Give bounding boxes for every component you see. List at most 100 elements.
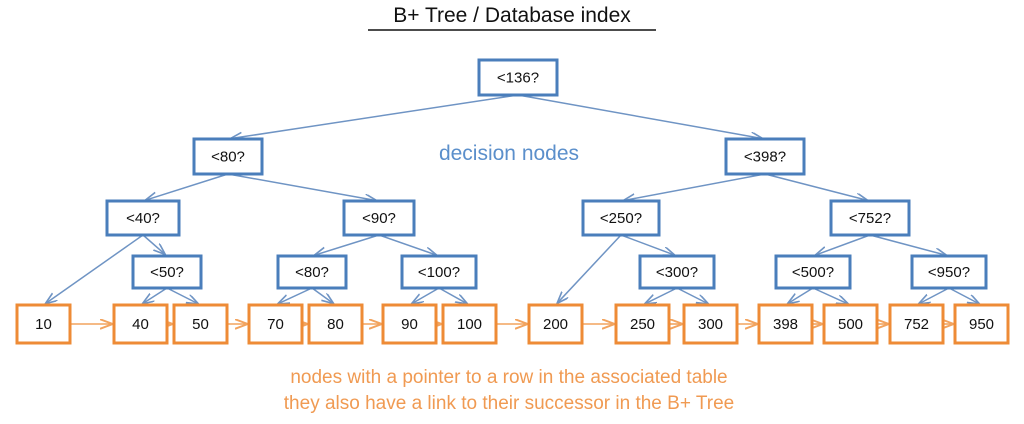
decision-node[interactable]: <80? [276, 254, 348, 290]
leaf-node-label: 300 [698, 316, 723, 333]
tree-edge [558, 234, 622, 303]
leaf-node-box [441, 303, 498, 345]
tree-edge [143, 287, 168, 303]
leaf-caption-line-2: they also have a link to their successor… [284, 393, 734, 414]
decision-node[interactable]: <250? [581, 199, 661, 237]
leaf-node-label: 250 [630, 316, 655, 333]
decision-node[interactable]: <80? [192, 137, 264, 176]
leaf-node[interactable]: 250 [614, 303, 671, 345]
tree-edge [869, 234, 946, 255]
leaf-node[interactable]: 200 [527, 303, 584, 345]
decision-node-box [400, 254, 478, 290]
leaf-node-label: 100 [457, 316, 482, 333]
leaf-node-label: 752 [904, 316, 929, 333]
leaf-node-label: 950 [969, 316, 994, 333]
leaf-node-label: 398 [773, 316, 798, 333]
decision-node-label: <250? [600, 210, 642, 227]
leaf-node[interactable]: 90 [381, 303, 438, 345]
leaf-caption-line-1: nodes with a pointer to a row in the ass… [290, 367, 727, 388]
decision-node-box [192, 137, 264, 176]
tree-edge [278, 287, 313, 304]
decision-node[interactable]: <50? [131, 254, 203, 290]
decision-node[interactable]: <500? [774, 254, 852, 290]
decision-node-box [910, 254, 988, 290]
leaf-node[interactable]: 10 [15, 303, 72, 345]
tree-edge [227, 173, 376, 200]
leaf-node[interactable]: 500 [822, 303, 879, 345]
tree-edge [142, 234, 165, 254]
tree-edge [166, 287, 198, 304]
decision-node[interactable]: <100? [400, 254, 478, 290]
leaf-node[interactable]: 398 [757, 303, 814, 345]
decision-node-label: <40? [126, 210, 160, 227]
decision-node-box [105, 199, 181, 237]
leaf-node-box [307, 303, 364, 345]
leaf-node[interactable]: 40 [112, 303, 169, 345]
tree-edge [311, 287, 333, 303]
leaf-node-box [822, 303, 879, 345]
tree-edge [315, 234, 380, 255]
leaf-node-box [682, 303, 739, 345]
leaf-node[interactable]: 300 [682, 303, 739, 345]
leaf-node-label: 10 [35, 316, 52, 333]
leaf-node-box [15, 303, 72, 345]
decision-node-box [638, 254, 716, 290]
leaf-node[interactable]: 752 [888, 303, 945, 345]
decision-node-label: <100? [418, 264, 460, 281]
leaf-node-box [757, 303, 814, 345]
tree-edge [788, 287, 814, 303]
decision-node-label: <398? [744, 148, 786, 165]
page-title: B+ Tree / Database index [393, 4, 631, 27]
tree-edge [624, 173, 766, 200]
leaf-node[interactable]: 50 [172, 303, 229, 345]
decision-node-box [724, 137, 806, 176]
tree-edges-group [46, 94, 979, 304]
decision-node-label: <752? [849, 210, 891, 227]
decision-node-label: <136? [497, 69, 539, 86]
tree-edge [645, 287, 678, 304]
leaf-node-label: 70 [267, 316, 284, 333]
decision-node-box [774, 254, 852, 290]
leaf-node-box [172, 303, 229, 345]
decision-node[interactable]: <398? [724, 137, 806, 176]
decision-node[interactable]: <40? [105, 199, 181, 237]
tree-edge [412, 287, 440, 304]
leaf-node[interactable]: 70 [247, 303, 304, 345]
decision-nodes-annotation: decision nodes [439, 142, 579, 165]
tree-edge [812, 287, 848, 304]
tree-edge [948, 287, 979, 304]
leaf-node-label: 90 [401, 316, 418, 333]
leaf-node-box [527, 303, 584, 345]
tree-edge [816, 234, 871, 255]
tree-edge [764, 173, 867, 200]
leaf-node-label: 80 [327, 316, 344, 333]
tree-edge [620, 234, 674, 255]
decision-node-box [131, 254, 203, 290]
tree-edge [231, 94, 519, 139]
leaf-node[interactable]: 100 [441, 303, 498, 345]
leaf-node-label: 50 [192, 316, 209, 333]
leaf-node[interactable]: 950 [953, 303, 1010, 345]
tree-edge [438, 287, 467, 304]
leaf-node-box [614, 303, 671, 345]
decision-node[interactable]: <300? [638, 254, 716, 290]
leaf-node[interactable]: 80 [307, 303, 364, 345]
decision-node-box [342, 199, 416, 237]
decision-node[interactable]: <950? [910, 254, 988, 290]
leaf-node-label: 40 [132, 316, 149, 333]
decision-node[interactable]: <752? [829, 199, 911, 237]
decision-node-label: <500? [792, 264, 834, 281]
leaf-node-label: 200 [543, 316, 568, 333]
leaf-node-box [888, 303, 945, 345]
decision-node-label: <80? [295, 264, 329, 281]
decision-node-label: <80? [211, 148, 245, 165]
decision-node-box [829, 199, 911, 237]
decision-node[interactable]: <90? [342, 199, 416, 237]
leaf-nodes-group: 10 40 50 70 80 90 100 200 250 300 398 500 752 950 [15, 303, 1010, 345]
tree-edge [146, 173, 229, 200]
decision-node[interactable]: <136? [477, 58, 559, 97]
tree-edge [378, 234, 436, 255]
leaf-node-box [247, 303, 304, 345]
